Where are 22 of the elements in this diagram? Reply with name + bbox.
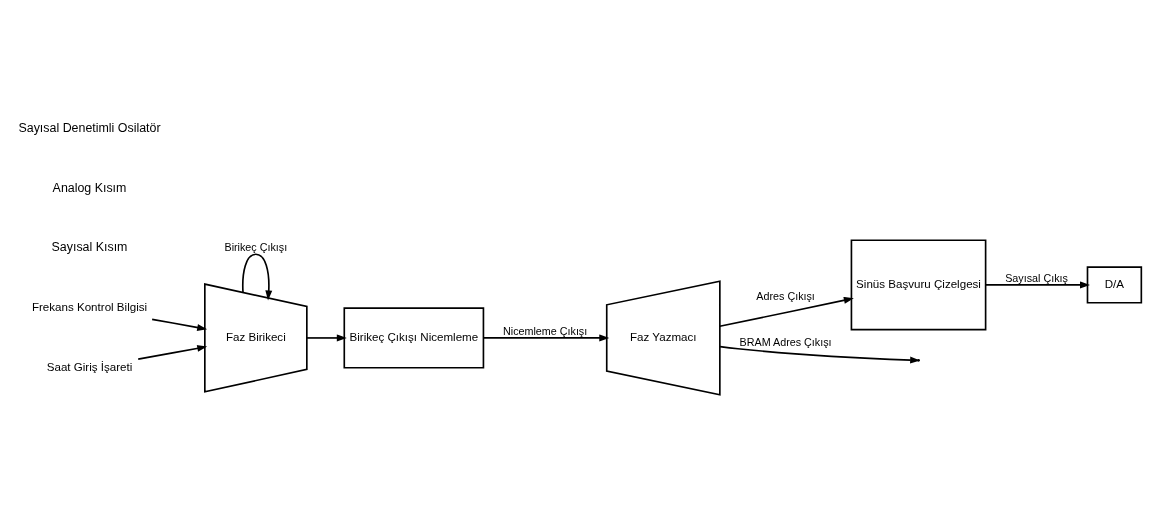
node-box: Faz Yazmacı xyxy=(605,279,721,396)
edge-label: BRAM Adres Çıkışı xyxy=(739,335,832,348)
node-text: Saat Giriş İşareti xyxy=(46,360,133,373)
node-box: Faz Birikeci xyxy=(204,282,308,393)
arrow xyxy=(306,333,347,341)
arrow xyxy=(718,296,854,327)
arrow xyxy=(241,252,273,300)
arrow xyxy=(482,333,610,341)
label: Sayısal Kısım xyxy=(51,239,128,254)
node-box: Birikeç Çıkışı Nicemleme xyxy=(343,306,485,369)
edge-label: Nicemleme Çıkışı xyxy=(503,324,588,337)
node-box: D/A xyxy=(1086,265,1143,304)
arrow xyxy=(984,280,1090,288)
edge-label: Sayısal Çıkış xyxy=(1005,271,1068,284)
edge-label: Adres Çıkışı xyxy=(756,289,815,302)
arrow xyxy=(151,318,208,331)
node-text: Frekans Kontrol Bilgisi xyxy=(31,300,148,313)
arrow xyxy=(137,344,208,360)
edge-label: Birikeç Çıkışı xyxy=(224,240,288,253)
node-box: Sinüs Başvuru Çizelgesi xyxy=(850,238,987,330)
label: Analog Kısım xyxy=(52,180,127,195)
label: Sayısal Denetimli Osilatör xyxy=(18,120,161,135)
